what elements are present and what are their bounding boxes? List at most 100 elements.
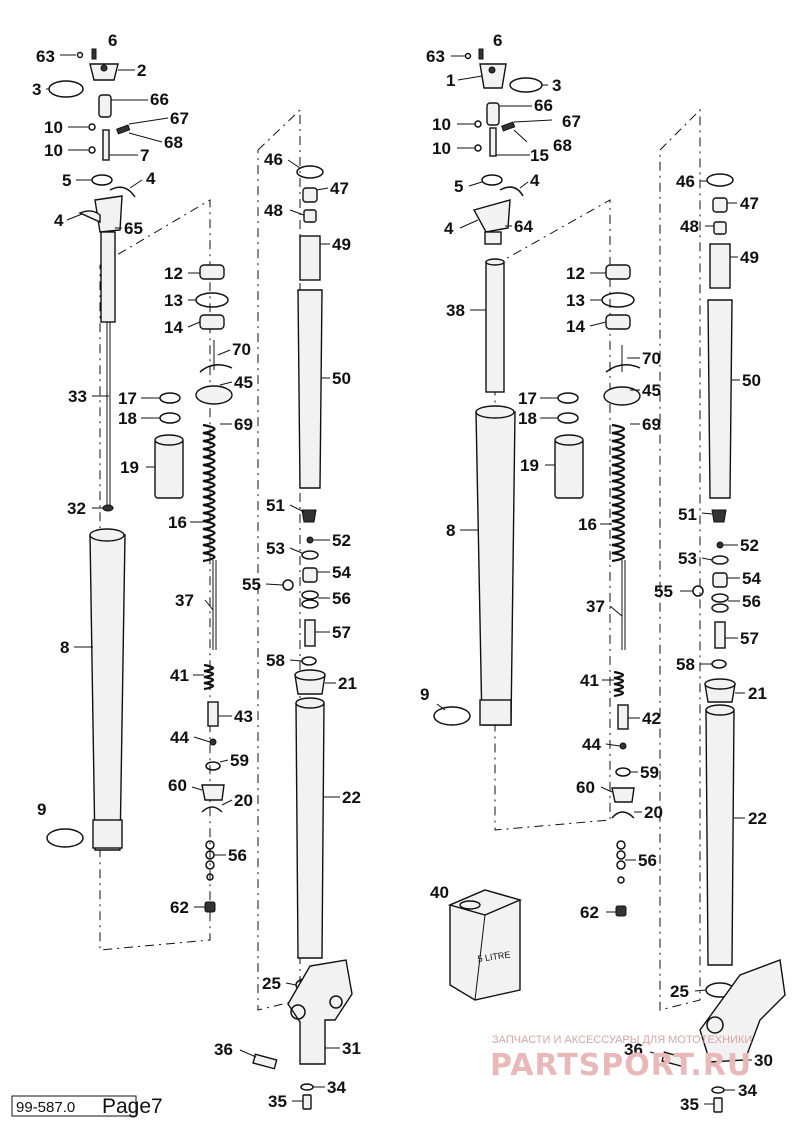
callout-label: 53 (266, 539, 285, 558)
callout-label: 18 (518, 409, 537, 428)
callout-label: 21 (338, 674, 357, 693)
callout-label: 42 (642, 709, 661, 728)
watermark-tagline: ЗАПЧАСТИ И АКСЕССУАРЫ ДЛЯ МОТОТЕХНИКИ (492, 1034, 752, 1046)
callout-label: 66 (150, 90, 169, 109)
callout-label: 12 (164, 264, 183, 283)
callout-label: 57 (332, 623, 351, 642)
callout-label: 70 (232, 340, 251, 359)
watermark-logo: PARTSPORT.RU (490, 1048, 752, 1083)
callout-label: 20 (644, 803, 663, 822)
callout-label: 49 (740, 248, 759, 267)
callout-label: 10 (432, 139, 451, 158)
callout-label: 50 (742, 371, 761, 390)
callout-label: 4 (146, 169, 156, 188)
callout-label: 36 (624, 1040, 643, 1059)
callout-label: 47 (330, 179, 349, 198)
callout-label: 37 (586, 597, 605, 616)
callout-label: 36 (214, 1040, 233, 1059)
callout-label: 59 (640, 763, 659, 782)
callout-label: 52 (332, 531, 351, 550)
callout-label: 5 (454, 177, 463, 196)
callout-label: 18 (118, 409, 137, 428)
callout-label: 13 (566, 291, 585, 310)
callout-label: 3 (552, 76, 561, 95)
callout-label: 62 (580, 903, 599, 922)
canister-label: 5 LITRE (477, 949, 511, 963)
callout-label: 34 (738, 1081, 757, 1100)
callout-label: 15 (530, 146, 549, 165)
callout-label: 48 (264, 201, 283, 220)
callout-label: 7 (140, 146, 149, 165)
callout-label: 12 (566, 264, 585, 283)
callout-label: 56 (332, 589, 351, 608)
callout-label: 33 (68, 387, 87, 406)
callout-label: 67 (562, 112, 581, 131)
callout-label: 13 (164, 291, 183, 310)
callout-label: 68 (553, 136, 572, 155)
callout-label: 4 (54, 211, 64, 230)
callout-label: 5 (62, 171, 71, 190)
callout-label: 16 (578, 515, 597, 534)
callout-label: 63 (36, 47, 55, 66)
callout-label: 30 (754, 1051, 773, 1070)
callout-label: 9 (420, 685, 429, 704)
callout-label: 56 (638, 851, 657, 870)
callout-label: 63 (426, 47, 445, 66)
callout-label: 8 (446, 521, 455, 540)
callout-label: 37 (175, 591, 194, 610)
callout-label: 45 (642, 381, 661, 400)
left-fork-assembly (46, 48, 353, 1110)
callout-label: 58 (676, 655, 695, 674)
callout-label: 55 (242, 575, 261, 594)
callout-label: 20 (234, 791, 253, 810)
callout-label: 59 (230, 751, 249, 770)
callout-label: 21 (748, 684, 767, 703)
callout-label: 35 (268, 1092, 287, 1111)
callout-label: 6 (493, 31, 502, 50)
callout-label: 40 (430, 883, 449, 902)
footer-code: 99-587.0 (16, 1099, 75, 1116)
callout-label: 4 (444, 219, 454, 238)
callout-label: 62 (170, 898, 189, 917)
footer: 99-587.0 Page7 (11, 1095, 163, 1118)
callout-label: 46 (676, 172, 695, 191)
callout-label: 10 (44, 118, 63, 137)
callout-label: 14 (566, 317, 585, 336)
callout-label: 38 (446, 301, 465, 320)
callout-label: 51 (266, 496, 285, 515)
callout-label: 56 (228, 846, 247, 865)
callout-label: 43 (234, 707, 253, 726)
callout-label: 55 (654, 582, 673, 601)
callout-label: 17 (118, 389, 137, 408)
callout-label: 69 (234, 415, 253, 434)
callout-label: 35 (680, 1095, 699, 1114)
callout-label: 17 (518, 389, 537, 408)
callout-label: 70 (642, 349, 661, 368)
leader-lines (46, 54, 752, 1105)
callout-label: 19 (520, 456, 539, 475)
callout-label: 49 (332, 235, 351, 254)
callout-label: 58 (266, 651, 285, 670)
callout-label: 60 (168, 776, 187, 795)
callout-label: 6 (108, 31, 117, 50)
callout-label: 19 (120, 458, 139, 477)
callout-label: 31 (342, 1039, 361, 1058)
callout-label: 48 (680, 217, 699, 236)
callout-label: 54 (742, 569, 761, 588)
callout-label: 65 (124, 219, 143, 238)
callout-label: 44 (582, 735, 601, 754)
right-fork-assembly: 5 LITRE (433, 48, 786, 1113)
callout-label: 10 (44, 141, 63, 160)
callout-label: 47 (740, 194, 759, 213)
callout-label: 69 (642, 415, 661, 434)
callout-label: 46 (264, 150, 283, 169)
callout-label: 68 (164, 133, 183, 152)
callout-label: 9 (37, 800, 46, 819)
footer-page: Page7 (102, 1095, 163, 1118)
callout-label: 66 (534, 96, 553, 115)
callout-label: 53 (678, 549, 697, 568)
callout-label: 10 (432, 115, 451, 134)
callout-label: 60 (576, 778, 595, 797)
callout-label: 52 (740, 536, 759, 555)
